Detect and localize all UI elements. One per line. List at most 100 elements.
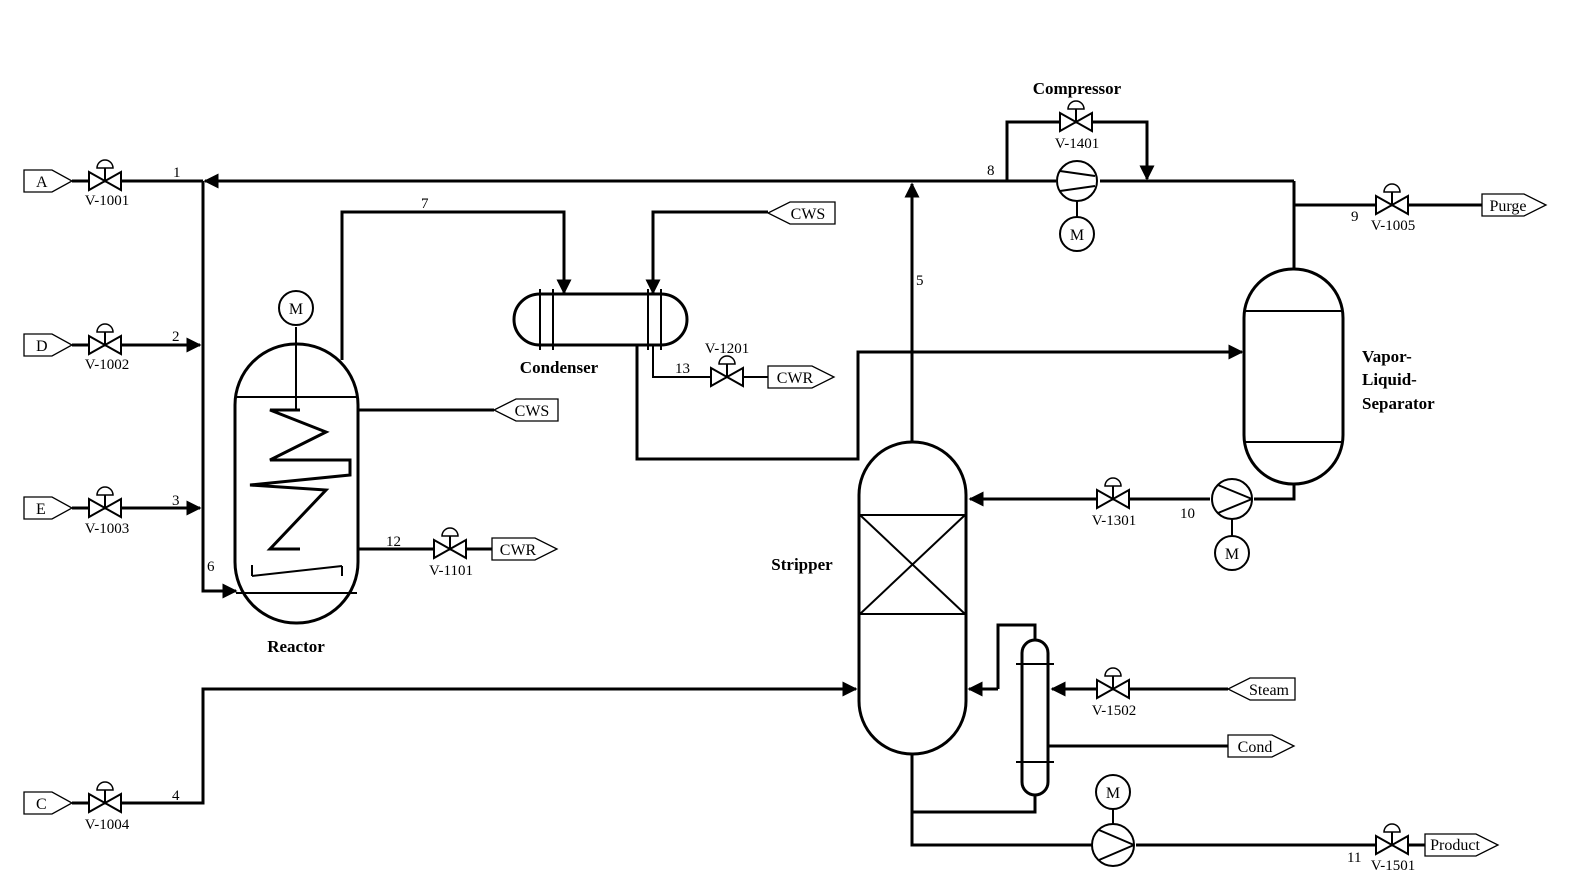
condenser-to-separator-line <box>635 344 1244 461</box>
reboiler-shell <box>1020 638 1050 797</box>
stream-7-number: 7 <box>421 196 429 212</box>
valve-v1001[interactable]: V-1001 <box>85 159 129 209</box>
stream-6-line <box>201 181 238 599</box>
feed-e-label: E <box>36 501 46 518</box>
separator-label-2: Liquid- <box>1362 370 1417 389</box>
compressor-icon <box>1056 160 1098 202</box>
valve-v1002[interactable]: V-1002 <box>85 323 129 373</box>
valve-v1101[interactable]: V-1101 <box>429 527 473 579</box>
valve-v1501[interactable]: V-1501 <box>1371 823 1415 874</box>
valve-v1201[interactable]: V-1201 <box>705 341 749 388</box>
reboiler <box>1016 638 1054 797</box>
valve-v1501-label: V-1501 <box>1371 858 1415 874</box>
valve-icon <box>88 497 108 519</box>
stream-6-number: 6 <box>207 559 215 575</box>
feed-c: C <box>23 791 74 815</box>
utility-arrow <box>491 537 559 561</box>
valve-v1301-label: V-1301 <box>1092 513 1136 529</box>
valve-icon <box>1375 834 1395 856</box>
utility-arrow <box>766 201 836 225</box>
utility-arrow <box>1481 193 1548 217</box>
reactor: M Reactor <box>233 290 360 656</box>
valve-v1004[interactable]: V-1004 <box>85 781 130 833</box>
reactor-label: Reactor <box>267 637 325 656</box>
motor-icon <box>278 290 314 326</box>
separator-pump-motor-label: M <box>1225 546 1239 563</box>
condenser: Condenser <box>512 289 689 377</box>
compressor-motor-label: M <box>1070 227 1084 244</box>
valve-v1502[interactable]: V-1502 <box>1092 667 1136 719</box>
valve-v1002-label: V-1002 <box>85 357 129 373</box>
utility-arrow <box>1227 734 1296 758</box>
reactor-cooling-coil <box>249 408 352 551</box>
valve-icon-half <box>1110 488 1130 510</box>
utility-arrow <box>1424 833 1500 857</box>
product-pump: M <box>1091 774 1135 867</box>
utility-cws-reactor: CWS <box>492 398 559 422</box>
stream-12-number: 12 <box>386 534 401 550</box>
utility-cws-condenser: CWS <box>766 201 836 225</box>
valve-v1003[interactable]: V-1003 <box>85 486 129 537</box>
separator-pump: M <box>1211 478 1253 571</box>
feed-c-arrow <box>23 791 74 815</box>
valve-v1101-label: V-1101 <box>429 563 473 579</box>
valve-v1401-label: V-1401 <box>1055 136 1099 152</box>
feed-d-label: D <box>36 338 48 355</box>
valve-icon-half <box>724 366 744 388</box>
actuator-icon <box>1383 823 1401 833</box>
separator-label-1: Vapor- <box>1362 347 1412 366</box>
feed-a-label: A <box>36 174 48 191</box>
actuator-icon <box>1067 100 1085 110</box>
actuator-icon <box>96 486 114 496</box>
valve-icon <box>1096 488 1116 510</box>
valve-v1001-label: V-1001 <box>85 193 129 209</box>
reactor-coil-stub-line <box>251 565 343 577</box>
stripper: Stripper <box>771 440 968 756</box>
valve-icon-half <box>447 538 467 560</box>
valve-icon <box>88 334 108 356</box>
stripper-bottoms-to-reboiler <box>910 754 1037 814</box>
valve-v1301[interactable]: V-1301 <box>1092 477 1136 529</box>
pump-vane-top <box>1217 484 1253 500</box>
stripper-label: Stripper <box>771 555 833 574</box>
reboiler-return-top <box>996 623 1037 689</box>
actuator-icon <box>96 159 114 169</box>
valve-icon <box>710 366 730 388</box>
compressor: M Compressor <box>1033 79 1122 252</box>
separator-label-3: Separator <box>1362 394 1435 413</box>
condenser-cws-line <box>645 210 768 295</box>
stream-10-number: 10 <box>1180 506 1195 522</box>
compressor-blade-top <box>1059 170 1096 177</box>
valve-icon <box>88 792 108 814</box>
utility-arrow <box>492 398 559 422</box>
valve-v1401[interactable]: V-1401 <box>1055 100 1099 152</box>
stream-7-line <box>340 210 572 360</box>
valve-icon-half <box>1389 834 1409 856</box>
valve-icon-half <box>102 497 122 519</box>
valve-icon-half <box>1389 194 1409 216</box>
cws-condenser-label: CWS <box>791 206 826 223</box>
actuator-icon <box>96 323 114 333</box>
motor-icon <box>1095 774 1131 810</box>
product-pump-motor-label: M <box>1106 785 1120 802</box>
valve-icon <box>88 170 108 192</box>
stream-11-number: 11 <box>1347 850 1361 866</box>
actuator-icon <box>1104 667 1122 677</box>
valve-icon <box>433 538 453 560</box>
actuator-icon <box>96 781 114 791</box>
stream-4-line <box>72 681 858 805</box>
actuator-icon <box>1383 183 1401 193</box>
stream-8-number: 8 <box>987 163 995 179</box>
vapor-liquid-separator: Vapor- Liquid- Separator <box>1242 267 1435 486</box>
stripper-column <box>857 440 968 756</box>
cwr-condenser-label: CWR <box>777 370 814 387</box>
utility-cond: Cond <box>1227 734 1296 758</box>
stripper-bottoms-line <box>910 812 1092 847</box>
utility-product: Product <box>1424 833 1500 857</box>
stream-5-number: 5 <box>916 273 924 289</box>
valve-icon-half <box>1110 678 1130 700</box>
utility-steam: Steam <box>1226 677 1296 701</box>
compressor-blade-bottom <box>1059 185 1096 192</box>
valve-v1005[interactable]: V-1005 <box>1371 183 1415 234</box>
cond-label: Cond <box>1238 739 1273 756</box>
